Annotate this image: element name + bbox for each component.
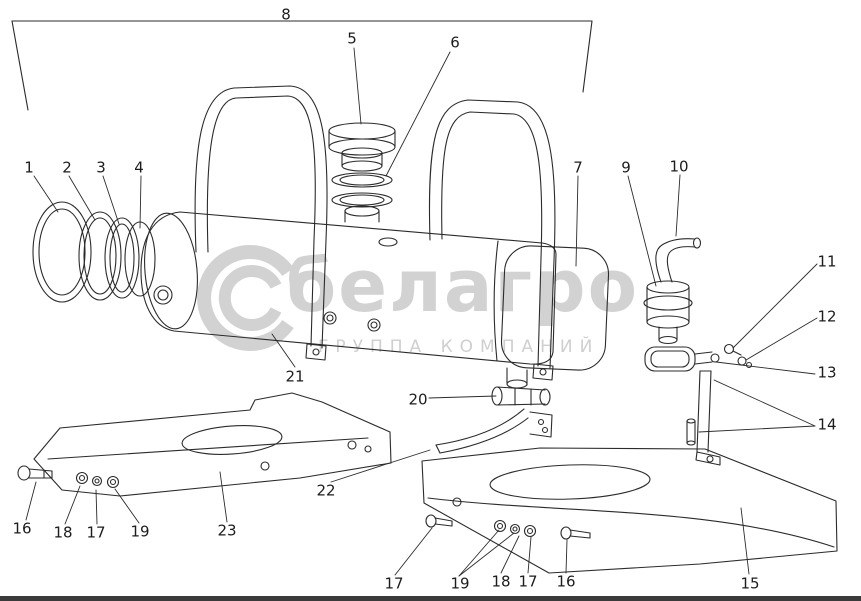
drain-fitting-part-20 xyxy=(491,386,551,406)
watermark-logo-icon xyxy=(197,245,294,351)
callout-part-19-left: 19 xyxy=(130,522,150,541)
gasket-rings-part-6 xyxy=(331,172,393,223)
callout-part-23: 23 xyxy=(217,521,237,540)
bottom-fasteners-parts-16-19 xyxy=(425,514,591,540)
seal-rings-parts-1-4 xyxy=(32,201,156,303)
callout-part-14: 14 xyxy=(817,415,837,434)
callout-part-21: 21 xyxy=(285,367,305,386)
leader-lines xyxy=(25,47,818,577)
left-fasteners-parts-16-19 xyxy=(17,465,120,489)
callout-part-19-bottom: 19 xyxy=(450,574,470,593)
callout-part-17-bottom-b: 17 xyxy=(518,572,538,591)
filler-cap-part-5 xyxy=(328,122,396,172)
callout-part-6: 6 xyxy=(450,33,460,52)
callout-part-11: 11 xyxy=(817,252,837,271)
callout-part-10: 10 xyxy=(669,157,689,176)
support-strap-part-22 xyxy=(435,408,553,454)
watermark-brand: белагро xyxy=(286,244,640,328)
tank-body-part-7 xyxy=(140,211,610,389)
callout-part-1: 1 xyxy=(24,158,34,177)
watermark-subtitle: ГРУППА КОМПАНИЙ xyxy=(318,337,600,357)
mounting-straps xyxy=(194,85,556,381)
right-bracket-part-15 xyxy=(421,447,838,574)
callout-part-12: 12 xyxy=(817,307,837,326)
callout-part-18-left: 18 xyxy=(53,523,73,542)
callout-part-9: 9 xyxy=(621,158,631,177)
bottom-edge-bar xyxy=(0,596,861,601)
callout-part-17-bottom-a: 17 xyxy=(384,574,404,593)
callout-part-8: 8 xyxy=(281,5,291,24)
dimension-span-part-8 xyxy=(11,20,593,111)
callout-part-17-left: 17 xyxy=(86,523,106,542)
callout-part-18-bottom: 18 xyxy=(491,572,511,591)
callout-part-5: 5 xyxy=(347,29,357,48)
callout-part-20: 20 xyxy=(408,390,428,409)
left-bracket-part-23 xyxy=(33,392,392,497)
callout-part-4: 4 xyxy=(134,158,144,177)
callout-part-16-bottom: 16 xyxy=(556,572,576,591)
callout-part-15: 15 xyxy=(740,574,760,593)
callout-part-2: 2 xyxy=(62,158,72,177)
callout-part-3: 3 xyxy=(96,158,106,177)
callout-part-7: 7 xyxy=(573,158,583,177)
callout-part-13: 13 xyxy=(817,363,837,382)
callout-part-16-left: 16 xyxy=(12,519,32,538)
sensor-valve-parts-9-14 xyxy=(643,237,753,466)
callout-part-22: 22 xyxy=(316,481,336,500)
